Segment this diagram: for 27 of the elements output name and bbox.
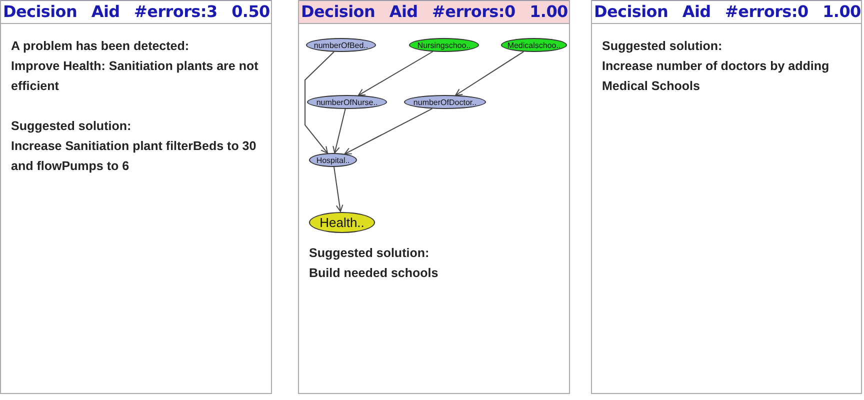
panel-header: Decision Aid #errors:3 0.50 <box>1 0 271 24</box>
graph-node-ellipse: Medicalschoo.. <box>501 38 567 52</box>
message-text: Suggested solution: <box>602 38 724 55</box>
message-text: Suggested solution: <box>11 118 132 135</box>
arrow <box>334 166 344 212</box>
panel-header: Decision Aid #errors:0 1.00 <box>299 0 569 24</box>
graph-node-ellipse: numberOfNurse.. <box>307 95 387 109</box>
graph-node-ellipse: numberOfBed.. <box>306 38 376 52</box>
decision-aid-panel <box>0 0 272 394</box>
decision-aid-panel <box>591 0 862 394</box>
graph-node-ellipse: Hospital.. <box>309 153 357 167</box>
panel-header: Decision Aid #errors:0 1.00 <box>592 0 861 24</box>
message-text: A problem has been detected: <box>11 38 190 55</box>
graph-node-ellipse: Nursingschoo.. <box>409 38 479 52</box>
decision-aid-panel <box>298 0 570 394</box>
arrow <box>304 51 334 154</box>
arrow <box>332 108 346 154</box>
message-text: Increase Sanitiation plant filterBeds to 30 and flowPumps to 6 <box>11 138 258 175</box>
arrow <box>358 51 434 96</box>
message-text: Improve Health: Sanitiation plants are not efficient <box>11 58 260 95</box>
arrow <box>455 51 524 96</box>
arrow <box>344 108 433 154</box>
message-text: Build needed schools <box>309 265 440 282</box>
message-text: Suggested solution: <box>309 245 430 262</box>
graph-node-ellipse: numberOfDoctor.. <box>404 95 486 109</box>
graph-node-ellipse: Health.. <box>309 212 375 232</box>
message-text: Increase number of doctors by adding Medical Schools <box>602 58 830 95</box>
